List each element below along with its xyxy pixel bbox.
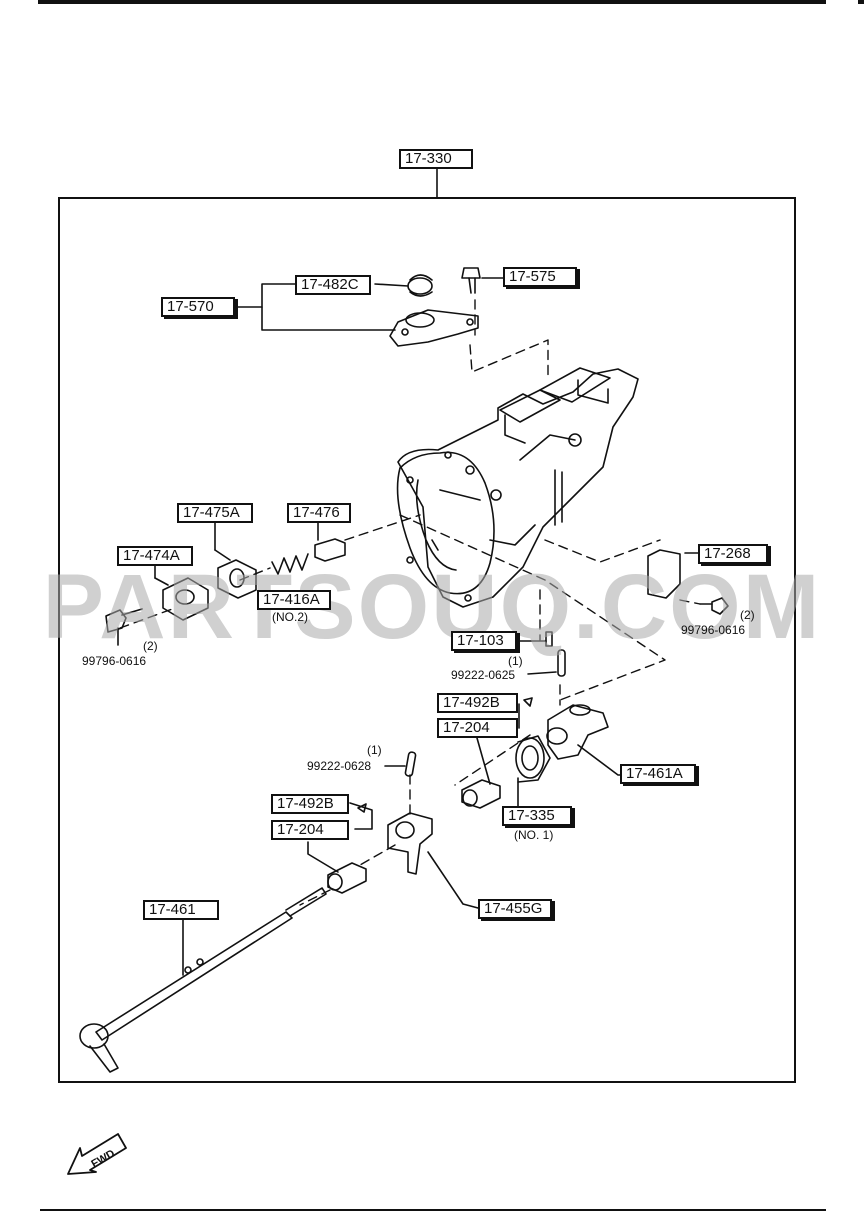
seal-17-335 (515, 737, 545, 779)
callout-17-455G[interactable]: 17-455G (478, 899, 552, 919)
lever-17-461A (547, 704, 609, 760)
note-no1: (NO. 1) (514, 828, 554, 842)
watermark-text: PARTSOUQ.COM (42, 556, 822, 658)
callout-17-475A[interactable]: 17-475A (177, 503, 253, 523)
callout-17-268[interactable]: 17-268 (698, 544, 768, 564)
bushing-upper (461, 779, 501, 809)
bolt-part (461, 267, 481, 279)
right-bolt-part (711, 597, 729, 615)
plate-17-475A (217, 559, 257, 599)
callout-17-492B-lower[interactable]: 17-492B (271, 794, 349, 814)
left-bolt-part (105, 609, 127, 633)
top-rule-right (858, 0, 864, 4)
callout-17-474A[interactable]: 17-474A (117, 546, 193, 566)
fwd-arrow-icon: FWD (66, 1128, 136, 1187)
callout-17-204-upper[interactable]: 17-204 (437, 718, 518, 738)
callout-17-482C[interactable]: 17-482C (295, 275, 371, 295)
pin-17-103 (545, 631, 553, 647)
clip-part (407, 277, 433, 295)
note-part-left-bolt: 99796-0616 (82, 654, 147, 668)
note-qty-pin-upper: (1) (508, 654, 523, 668)
callout-17-461A[interactable]: 17-461A (620, 764, 696, 784)
callout-17-416A[interactable]: 17-416A (257, 590, 331, 610)
note-part-pin-upper: 99222-0625 (451, 668, 516, 682)
callout-17-204-lower[interactable]: 17-204 (271, 820, 349, 840)
transmission-case-part (396, 367, 639, 608)
note-qty-left-bolt: (2) (143, 639, 158, 653)
callout-17-335[interactable]: 17-335 (502, 806, 572, 826)
note-qty-pin-lower: (1) (367, 743, 382, 757)
bracket-17-268 (647, 549, 681, 599)
note-part-pin-lower: 99222-0628 (307, 759, 372, 773)
note-no2: (NO.2) (272, 610, 308, 624)
callout-17-570[interactable]: 17-570 (161, 297, 235, 317)
note-qty-right-bolt: (2) (740, 608, 755, 622)
callout-17-575[interactable]: 17-575 (503, 267, 577, 287)
callout-17-492B-upper[interactable]: 17-492B (437, 693, 518, 713)
shift-rod-17-461 (79, 887, 327, 1073)
callout-17-461[interactable]: 17-461 (143, 900, 219, 920)
assembly-frame (58, 197, 796, 1083)
pin-lower (404, 751, 417, 777)
lever-17-455G (387, 812, 433, 875)
bracket-17-570 (261, 283, 396, 331)
pin-upper (557, 649, 566, 677)
callout-17-476[interactable]: 17-476 (287, 503, 351, 523)
spring-part (271, 553, 309, 575)
bottom-rule (40, 1209, 826, 1211)
note-part-right-bolt: 99796-0616 (681, 623, 746, 637)
lever-plate-part (389, 309, 479, 347)
fwd-label: FWD (89, 1148, 117, 1171)
top-rule (38, 0, 826, 4)
callout-17-330[interactable]: 17-330 (399, 149, 473, 169)
callout-17-103[interactable]: 17-103 (451, 631, 517, 651)
plate-17-474A (162, 577, 209, 621)
plug-part (314, 538, 346, 562)
bushing-lower (327, 862, 367, 894)
